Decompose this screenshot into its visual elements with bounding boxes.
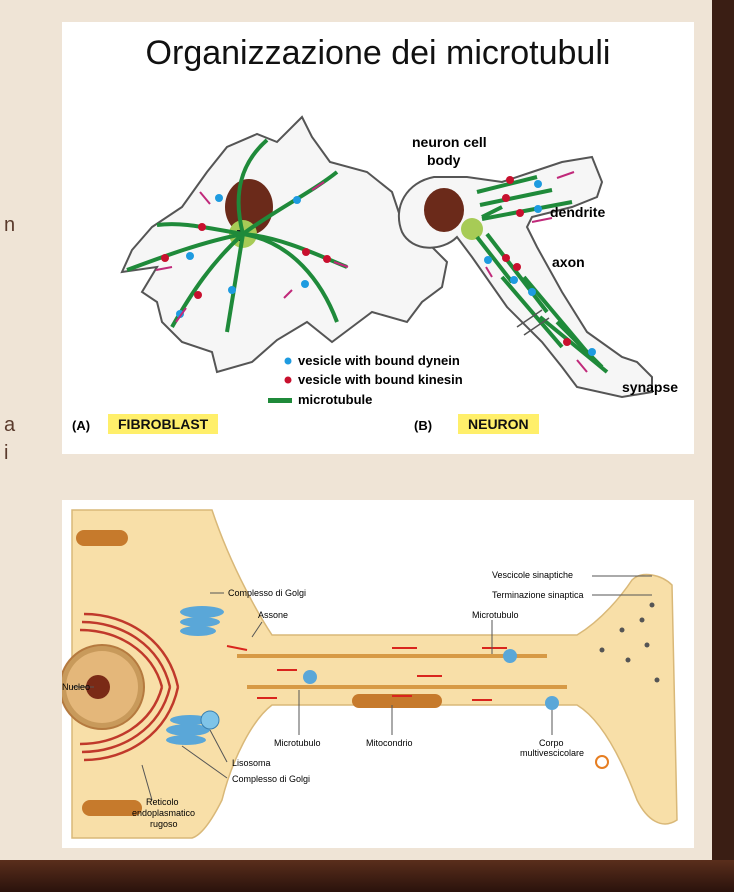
neuron-vesicles bbox=[484, 176, 596, 356]
label-corpo: multivescicolare bbox=[520, 748, 584, 758]
legend-kinesin-dot bbox=[284, 376, 292, 384]
axon-break-marks bbox=[516, 309, 550, 336]
golgi-complex bbox=[166, 606, 224, 745]
label-mitocondrio: Mitocondrio bbox=[366, 738, 413, 748]
label-corpo: Corpo bbox=[539, 738, 564, 748]
panel-b-name: NEURON bbox=[458, 414, 539, 434]
label-assone: Assone bbox=[258, 610, 288, 620]
slide-bottom-border bbox=[0, 860, 734, 892]
legend-dynein-text: vesicle with bound dynein bbox=[298, 353, 460, 368]
legend-kinesin-text: vesicle with bound kinesin bbox=[298, 372, 463, 387]
neuron-nucleus bbox=[424, 188, 464, 232]
rough-er bbox=[79, 612, 180, 762]
label-axon: axon bbox=[552, 254, 585, 270]
microtubule-diagram: neuron cell body dendrite axon synapse v… bbox=[72, 115, 678, 433]
neuron-transport-arrows bbox=[485, 171, 588, 373]
leader-lines bbox=[72, 575, 652, 801]
mitochondrion bbox=[76, 530, 128, 546]
lysosome bbox=[200, 710, 220, 730]
label-reticolo: Reticolo bbox=[146, 797, 179, 807]
legend-microtubule-text: microtubule bbox=[298, 392, 372, 407]
fibroblast-transport-arrows bbox=[155, 181, 349, 323]
slide-text-fragment: n bbox=[4, 214, 16, 236]
multivesicular-body bbox=[503, 649, 517, 663]
label-dendrite: dendrite bbox=[550, 204, 605, 220]
panel-b-letter: (B) bbox=[414, 418, 432, 433]
neuron-centrosome bbox=[461, 218, 483, 240]
panel-a-name: FIBROBLAST bbox=[108, 414, 219, 434]
label-neuron-cell-body: body bbox=[427, 152, 461, 168]
fibroblast-vesicles bbox=[161, 194, 331, 318]
label-reticolo: rugoso bbox=[150, 819, 178, 829]
transport-arrows bbox=[226, 645, 507, 701]
label-nucleo: Nucleo bbox=[62, 682, 90, 692]
axonal-transport-diagram: Vescicole sinaptiche Complesso di Golgi … bbox=[62, 509, 678, 839]
nucleolus bbox=[86, 675, 110, 699]
multivesicular-body bbox=[303, 670, 317, 684]
mitochondrion bbox=[352, 694, 442, 708]
label-terminazione-sinaptica: Terminazione sinaptica bbox=[492, 590, 584, 600]
label-neuron-cell-body: neuron cell bbox=[412, 134, 487, 150]
figure-title: Organizzazione dei microtubuli bbox=[145, 34, 611, 72]
label-microtubulo-bottom: Microtubulo bbox=[274, 738, 321, 748]
legend-dynein-dot bbox=[284, 357, 292, 365]
slide-text-fragment: a bbox=[4, 414, 16, 436]
legend-microtubule-bar bbox=[268, 398, 292, 403]
label-microtubulo-top: Microtubulo bbox=[472, 610, 519, 620]
label-complesso-golgi-top: Complesso di Golgi bbox=[228, 588, 306, 598]
axonal-transport-figure: Vescicole sinaptiche Complesso di Golgi … bbox=[62, 500, 694, 848]
label-vescicole-sinaptiche: Vescicole sinaptiche bbox=[492, 570, 573, 580]
mitochondrion bbox=[82, 800, 142, 816]
microtubule-organization-figure: Organizzazione dei microtubuli bbox=[62, 22, 694, 454]
label-lisosoma: Lisosoma bbox=[232, 758, 271, 768]
neuron-microtubules bbox=[475, 175, 609, 374]
slide-right-border bbox=[712, 0, 734, 860]
synaptic-vesicles bbox=[599, 602, 660, 683]
multivesicular-body bbox=[545, 696, 559, 710]
endosome bbox=[595, 755, 609, 769]
microtubule-bottom bbox=[247, 685, 567, 689]
label-synapse: synapse bbox=[622, 379, 678, 395]
panel-a-letter: (A) bbox=[72, 418, 90, 433]
neuron-body-shape bbox=[71, 509, 678, 839]
slide-text-fragment: i bbox=[4, 442, 9, 464]
microtubule-top bbox=[237, 654, 547, 658]
label-reticolo: endoplasmatico bbox=[132, 808, 195, 818]
label-complesso-golgi-bottom: Complesso di Golgi bbox=[232, 774, 310, 784]
